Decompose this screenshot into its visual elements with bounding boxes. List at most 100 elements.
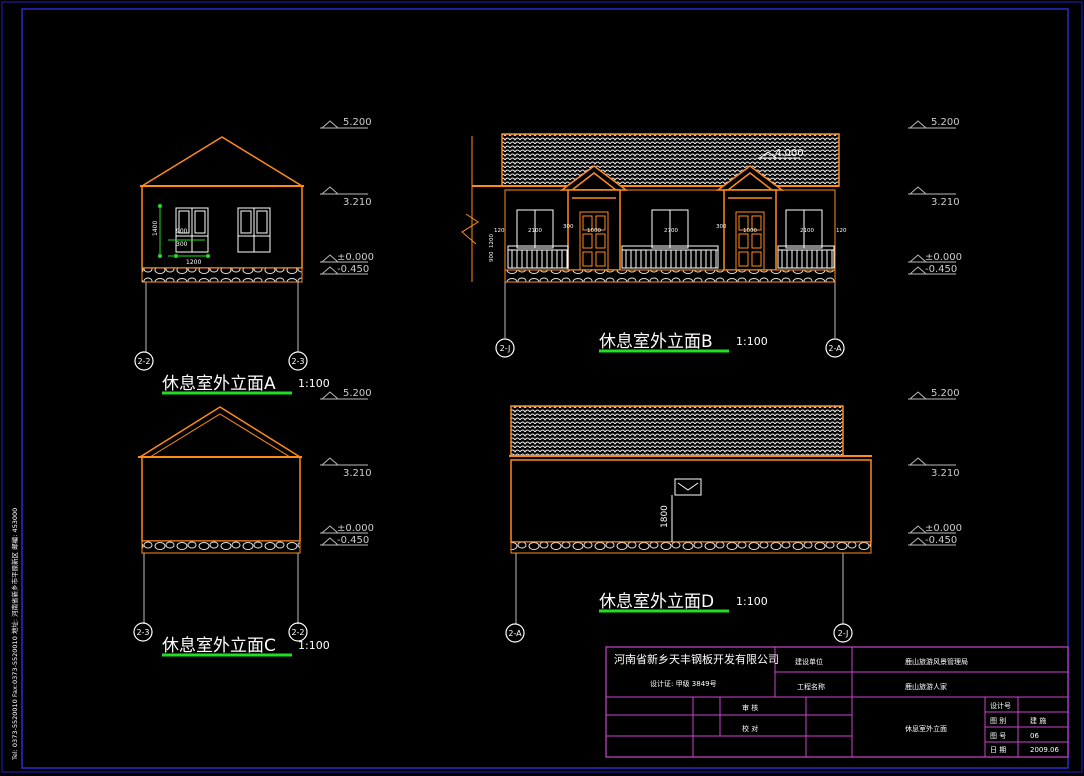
dim-d-height: 1800 (660, 505, 670, 528)
tb-company: 河南省新乡天丰钢板开发有限公司 (614, 652, 779, 666)
elevation-d: 1800 2-A 2-J 休息室外立面D 1:100 (505, 405, 872, 643)
axis-b-right-label: 2-A (828, 344, 842, 353)
title-block: 河南省新乡天丰钢板开发有限公司 设计证: 甲级 3849号 建设单位 鹿山旅游风… (605, 646, 1069, 758)
tb-build-unit-label: 建设单位 (795, 657, 823, 666)
axis-c-right-label: 2-2 (291, 628, 304, 637)
svg-text:1200: 1200 (489, 234, 495, 248)
svg-text:3.210: 3.210 (931, 197, 960, 208)
elevation-a: 1400 1200 900 300 2-2 2-3 休息室外立面A 1:100 (134, 136, 330, 395)
tb-drawing-name: 休息室外立面 (905, 724, 947, 733)
svg-text:5.200: 5.200 (343, 388, 372, 399)
svg-text:3.210: 3.210 (931, 468, 960, 479)
tb-sheet-value: 建 施 (1030, 716, 1046, 725)
axis-b-right (825, 338, 845, 358)
elevation-d-wall (510, 459, 872, 543)
elevation-b-roof (501, 133, 840, 187)
svg-text:5.200: 5.200 (931, 117, 960, 128)
svg-text:±0.000: ±0.000 (925, 252, 962, 263)
level-mark-floor-1 (320, 254, 368, 263)
elevation-b-balusters (511, 250, 833, 268)
tb-design-no-label: 设计号 (990, 701, 1011, 710)
drawing-frame-inner (21, 8, 1069, 769)
elevation-d-plinth (510, 541, 872, 554)
tb-build-unit-value: 鹿山旅游风景管理局 (905, 657, 968, 666)
elevation-d-roof (510, 405, 844, 457)
elevation-d-vent (674, 478, 702, 496)
axis-a-right (288, 351, 308, 371)
svg-text:120: 120 (836, 228, 847, 234)
svg-text:900: 900 (489, 251, 495, 262)
svg-text:2700: 2700 (664, 228, 678, 234)
tb-number-label: 图 号 (990, 732, 1006, 740)
dim-a-d1: 900 (176, 228, 188, 235)
svg-text:3.210: 3.210 (343, 468, 372, 479)
axis-c-right (288, 622, 308, 642)
axis-c-left (133, 622, 153, 642)
dim-a-win-w: 1200 (186, 259, 201, 266)
axis-a-left-label: 2-2 (137, 357, 150, 366)
tb-project-value: 鹿山旅游人家 (905, 682, 947, 691)
tb-number-value: 06 (1030, 732, 1039, 740)
tb-check-label: 校 对 (742, 724, 758, 733)
elevation-c-scale: 1:100 (298, 639, 330, 652)
dim-a-win-h: 1400 (152, 221, 159, 236)
elevation-a-dimensions (158, 204, 210, 258)
tb-review-label: 审 核 (742, 703, 758, 712)
axis-d-right-label: 2-J (838, 629, 849, 638)
level-mark-ridge-1 (320, 120, 368, 129)
axis-a-right-label: 2-3 (291, 357, 304, 366)
elevation-a-scale: 1:100 (298, 377, 330, 390)
level-floor-label: ±0.000 (337, 252, 374, 263)
elevation-b-gable-right (715, 165, 785, 271)
elevation-a-plinth (141, 267, 303, 283)
elevation-c-wall (141, 456, 301, 542)
elevation-d-title: 休息室外立面D (599, 592, 714, 612)
elevation-b: 4.000 (461, 133, 847, 358)
axis-a-left (134, 351, 154, 371)
svg-text:1000: 1000 (587, 228, 601, 234)
svg-text:5.200: 5.200 (931, 388, 960, 399)
svg-text:2100: 2100 (800, 228, 814, 234)
elevation-a-window-left (175, 207, 209, 253)
elevation-c: 2-3 2-2 休息室外立面C 1:100 (133, 406, 330, 657)
axis-b-left-label: 2-J (500, 344, 511, 353)
level-markers-top (320, 120, 956, 546)
elevation-c-plinth (141, 540, 301, 554)
axis-d-right (833, 623, 853, 643)
svg-text:300: 300 (563, 224, 574, 230)
tb-date-value: 2009.06 (1030, 746, 1059, 754)
axis-c-left-label: 2-3 (136, 628, 149, 637)
elevation-b-title: 休息室外立面B (599, 332, 713, 352)
svg-text:1000: 1000 (743, 228, 757, 234)
center-ridge-level: 4.000 (775, 148, 804, 159)
elevation-d-scale: 1:100 (736, 595, 768, 608)
axis-d-left-label: 2-A (508, 629, 522, 638)
level-mark-eave-1 (320, 186, 368, 195)
dim-a-d2: 300 (176, 241, 188, 248)
tb-project-label: 工程名称 (797, 682, 825, 691)
level-ground-label: -0.450 (337, 264, 369, 275)
tb-cert: 设计证: 甲级 3849号 (650, 679, 717, 688)
svg-text:300: 300 (716, 224, 727, 230)
elevation-a-roof (139, 136, 305, 187)
elevation-b-windows (516, 209, 823, 249)
elevation-b-plinth (504, 269, 836, 283)
svg-text:-0.450: -0.450 (337, 535, 369, 546)
level-labels: 5.200 3.210 ±0.000 -0.450 5.200 3.210 ±0… (337, 117, 962, 546)
axis-b-left (495, 338, 515, 358)
svg-text:±0.000: ±0.000 (925, 523, 962, 534)
axis-d-left (505, 623, 525, 643)
tb-date-label: 日 期 (990, 746, 1006, 754)
svg-text:2100: 2100 (528, 228, 542, 234)
elevation-c-title: 休息室外立面C (162, 636, 276, 656)
elevation-b-railing (507, 245, 835, 269)
side-note: Tel: 0373-5520010 Fax:0373-5520010 地址: 河… (10, 508, 19, 761)
level-ridge-label: 5.200 (343, 117, 372, 128)
elevation-b-scale: 1:100 (736, 335, 768, 348)
svg-text:±0.000: ±0.000 (337, 523, 374, 534)
elevation-b-gable-left (559, 165, 629, 271)
elevation-a-window-right (237, 207, 271, 253)
svg-text:-0.450: -0.450 (925, 264, 957, 275)
